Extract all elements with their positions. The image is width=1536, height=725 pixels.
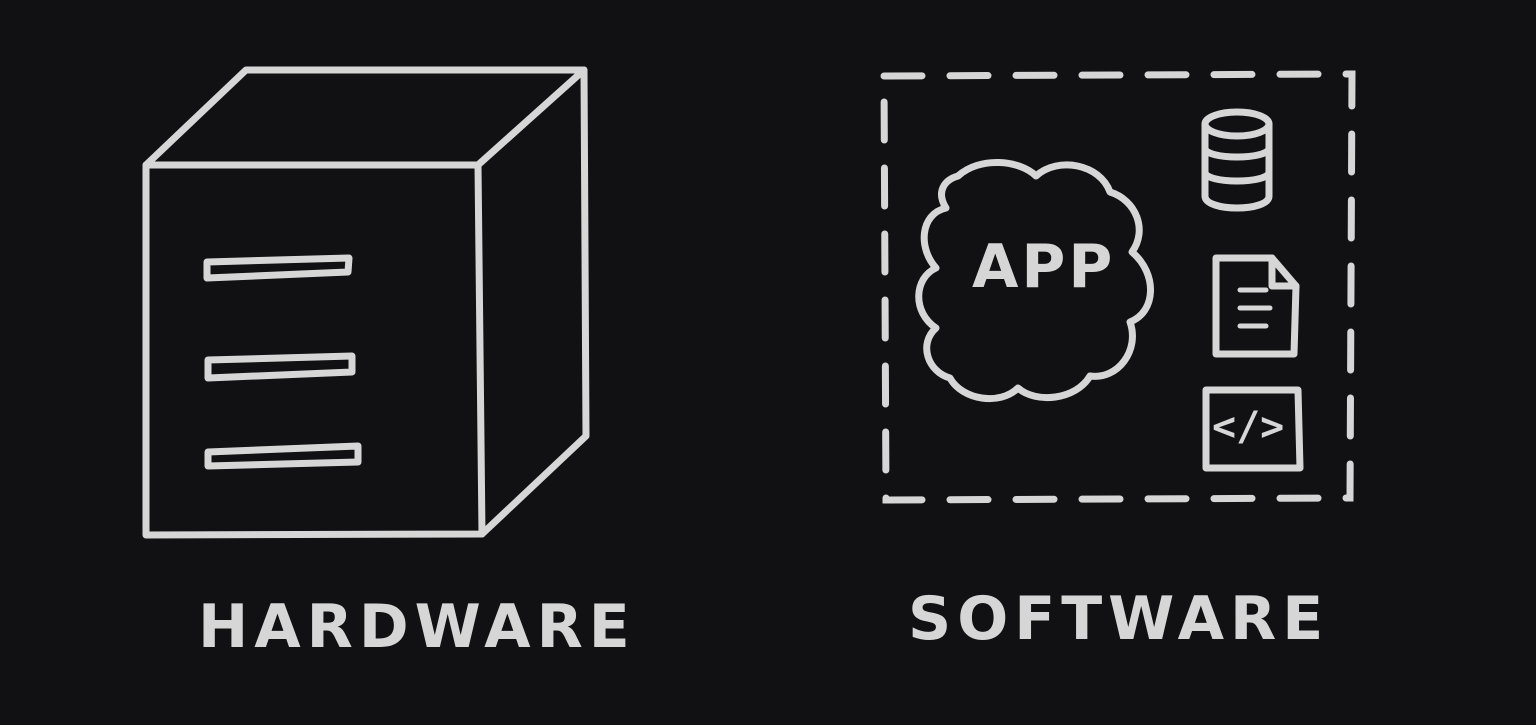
code-glyph: </> bbox=[1212, 404, 1285, 450]
cabinet-front bbox=[142, 161, 486, 539]
document-outline bbox=[1212, 254, 1300, 358]
cabinet-top bbox=[142, 66, 588, 169]
cloud-icon bbox=[915, 159, 1154, 403]
filing-cabinet-icon bbox=[142, 66, 590, 539]
document-icon bbox=[1212, 254, 1300, 358]
hardware-label: HARDWARE bbox=[198, 592, 636, 662]
code-icon bbox=[1202, 386, 1304, 472]
database-icon bbox=[1201, 108, 1273, 212]
database-ring-2 bbox=[1201, 168, 1273, 185]
drawer-handle-top bbox=[203, 254, 353, 282]
database-body bbox=[1201, 120, 1273, 212]
drawer-handle-bottom bbox=[204, 442, 362, 470]
database-top bbox=[1201, 108, 1273, 140]
database-ring-1 bbox=[1201, 144, 1273, 161]
cloud-outline bbox=[915, 159, 1154, 403]
cabinet-side bbox=[478, 66, 590, 538]
document-fold bbox=[1268, 254, 1300, 290]
code-window bbox=[1202, 386, 1304, 472]
software-frame bbox=[880, 70, 1356, 504]
dashed-border bbox=[880, 70, 1356, 504]
drawer-handle-middle bbox=[204, 352, 356, 382]
app-label: APP bbox=[972, 232, 1116, 302]
software-label: SOFTWARE bbox=[908, 584, 1330, 654]
